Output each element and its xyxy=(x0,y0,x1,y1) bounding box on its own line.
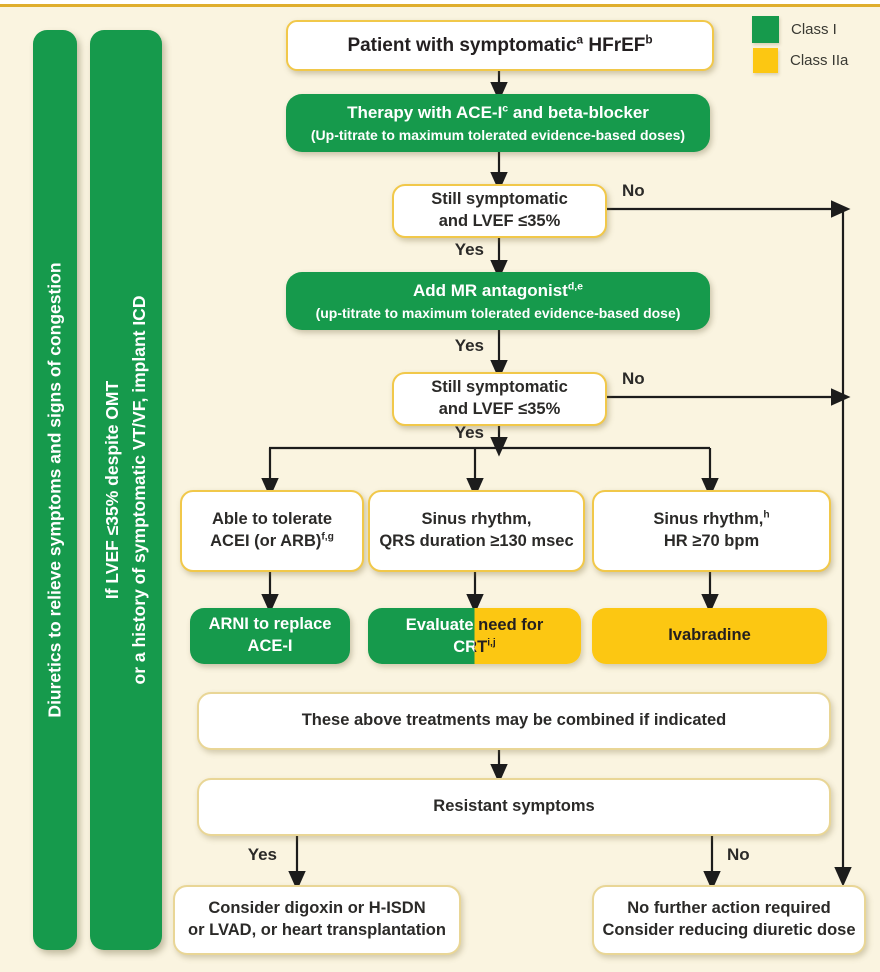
no-label-1: No xyxy=(622,181,645,200)
legend-class2a: Class IIa xyxy=(753,48,848,73)
class2a-color-swatch xyxy=(753,48,778,73)
symptomatic-check-1: Still symptomatic and LVEF ≤35% xyxy=(392,184,607,238)
digoxin-lvad-box: Consider digoxin or H-ISDN or LVAD, or h… xyxy=(173,885,461,955)
resistant-symptoms-box: Resistant symptoms xyxy=(197,778,831,836)
no-label-2: No xyxy=(622,369,645,388)
crt-box-text-yellow-half: Evaluate need for CRTi,j xyxy=(405,615,544,656)
crt-box: Evaluate need for CRTi,j Evaluate need f… xyxy=(368,608,581,664)
sidebar-diuretics-label: Diuretics to relieve symptoms and signs … xyxy=(44,262,65,718)
arni-box: ARNI to replace ACE-I xyxy=(190,608,350,664)
symptomatic-check-2: Still symptomatic and LVEF ≤35% xyxy=(392,372,607,426)
class2a-label: Class IIa xyxy=(790,52,849,69)
ace-betablocker-box: Therapy with ACE-Ic and beta-blocker (Up… xyxy=(286,94,710,152)
no-action-box: No further action required Consider redu… xyxy=(592,885,866,955)
sidebar-diuretics: Diuretics to relieve symptoms and signs … xyxy=(33,30,77,950)
yes-label-3: Yes xyxy=(454,423,484,442)
yes-label-1: Yes xyxy=(454,240,484,259)
sidebar-icd-label: If LVEF ≤35% despite OMT or a history of… xyxy=(102,295,149,685)
ivabradine-box: Ivabradine xyxy=(592,608,827,664)
sidebar-icd: If LVEF ≤35% despite OMT or a history of… xyxy=(90,30,162,950)
top-border-rule xyxy=(0,4,880,7)
class1-color-swatch xyxy=(752,16,779,43)
tolerate-acei-box: Able to tolerate ACEI (or ARB)f,g xyxy=(180,490,364,572)
sinus-hr-box: Sinus rhythm,h HR ≥70 bpm xyxy=(592,490,831,572)
crt-box-text-green-half: Evaluate need for CRTi,j xyxy=(405,615,544,656)
sinus-qrs-box: Sinus rhythm, QRS duration ≥130 msec xyxy=(368,490,585,572)
no-label-3: No xyxy=(727,845,750,864)
yes-label-4: Yes xyxy=(247,845,277,864)
combined-treatments-box: These above treatments may be combined i… xyxy=(197,692,831,750)
top-margin xyxy=(0,0,880,4)
class1-label: Class I xyxy=(791,21,837,38)
legend-class1: Class I xyxy=(752,16,837,43)
mr-antagonist-box: Add MR antagonistd,e (up-titrate to maxi… xyxy=(286,272,710,330)
yes-label-2: Yes xyxy=(454,336,484,355)
patient-box: Patient with symptomatica HFrEFb xyxy=(286,20,714,71)
